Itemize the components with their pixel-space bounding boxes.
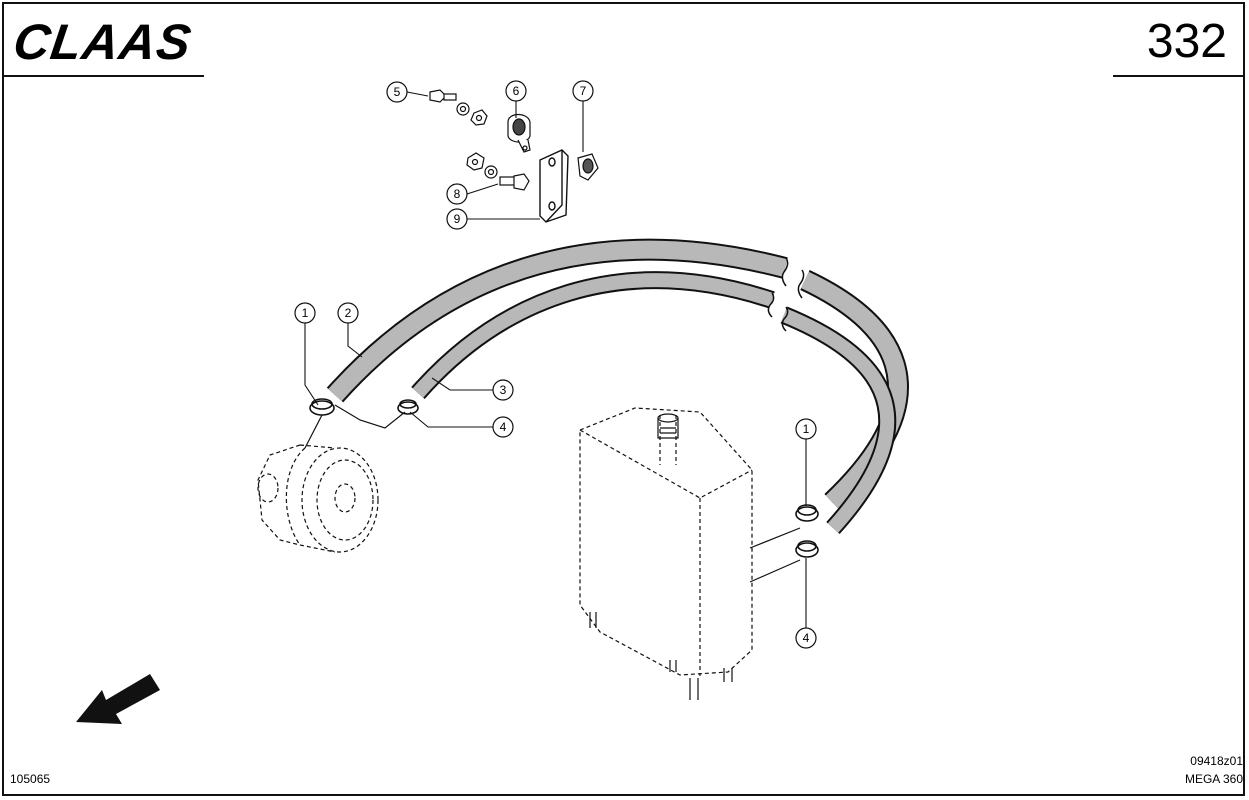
callout-3: 3 [492, 379, 514, 401]
leader-lines [304, 91, 807, 628]
header-rule-right [1113, 75, 1245, 77]
callout-5: 5 [386, 81, 408, 103]
callouts: 5 6 7 8 9 1 2 3 4 1 4 [294, 80, 817, 649]
connection-lines [304, 404, 801, 583]
callout-4: 4 [492, 416, 514, 438]
svg-text:7: 7 [580, 84, 587, 98]
bolt-8-icon [466, 152, 530, 191]
callout-1: 1 [294, 302, 316, 324]
svg-text:5: 5 [394, 85, 401, 99]
footer-model: MEGA 360 [1184, 772, 1243, 786]
callout-9: 9 [446, 208, 468, 230]
oil-tank [579, 407, 753, 676]
callout-7: 7 [572, 80, 594, 102]
svg-text:4: 4 [803, 631, 810, 645]
svg-text:6: 6 [513, 84, 520, 98]
callout-6: 6 [505, 80, 527, 102]
callout-2: 2 [337, 302, 359, 324]
callout-1-tank: 1 [795, 418, 817, 440]
svg-text:8: 8 [454, 187, 461, 201]
callout-8: 8 [446, 183, 468, 205]
svg-text:1: 1 [302, 306, 309, 320]
hose-3 [411, 271, 897, 535]
pipe-clip-6-icon [507, 113, 531, 153]
hydraulic-pump [257, 444, 379, 553]
svg-text:3: 3 [500, 383, 507, 397]
bracket-9-icon [539, 149, 569, 223]
footer-drawing-code: 09418z01 [1190, 754, 1243, 768]
tank-filler-neck [589, 413, 733, 700]
hose-break-marks [767, 257, 805, 332]
footer-left-code: 105065 [10, 772, 51, 786]
bolt-5-icon [429, 89, 488, 126]
header-rule-left [2, 75, 204, 77]
page-number: 332 [1146, 15, 1227, 68]
callout-4-tank: 4 [795, 627, 817, 649]
hose-clamp-icon [309, 398, 819, 558]
arrow-down-left-icon [76, 674, 160, 724]
svg-text:4: 4 [500, 420, 507, 434]
clip-7-icon [577, 153, 599, 181]
svg-text:2: 2 [345, 306, 352, 320]
svg-text:9: 9 [454, 212, 461, 226]
svg-text:1: 1 [803, 422, 810, 436]
